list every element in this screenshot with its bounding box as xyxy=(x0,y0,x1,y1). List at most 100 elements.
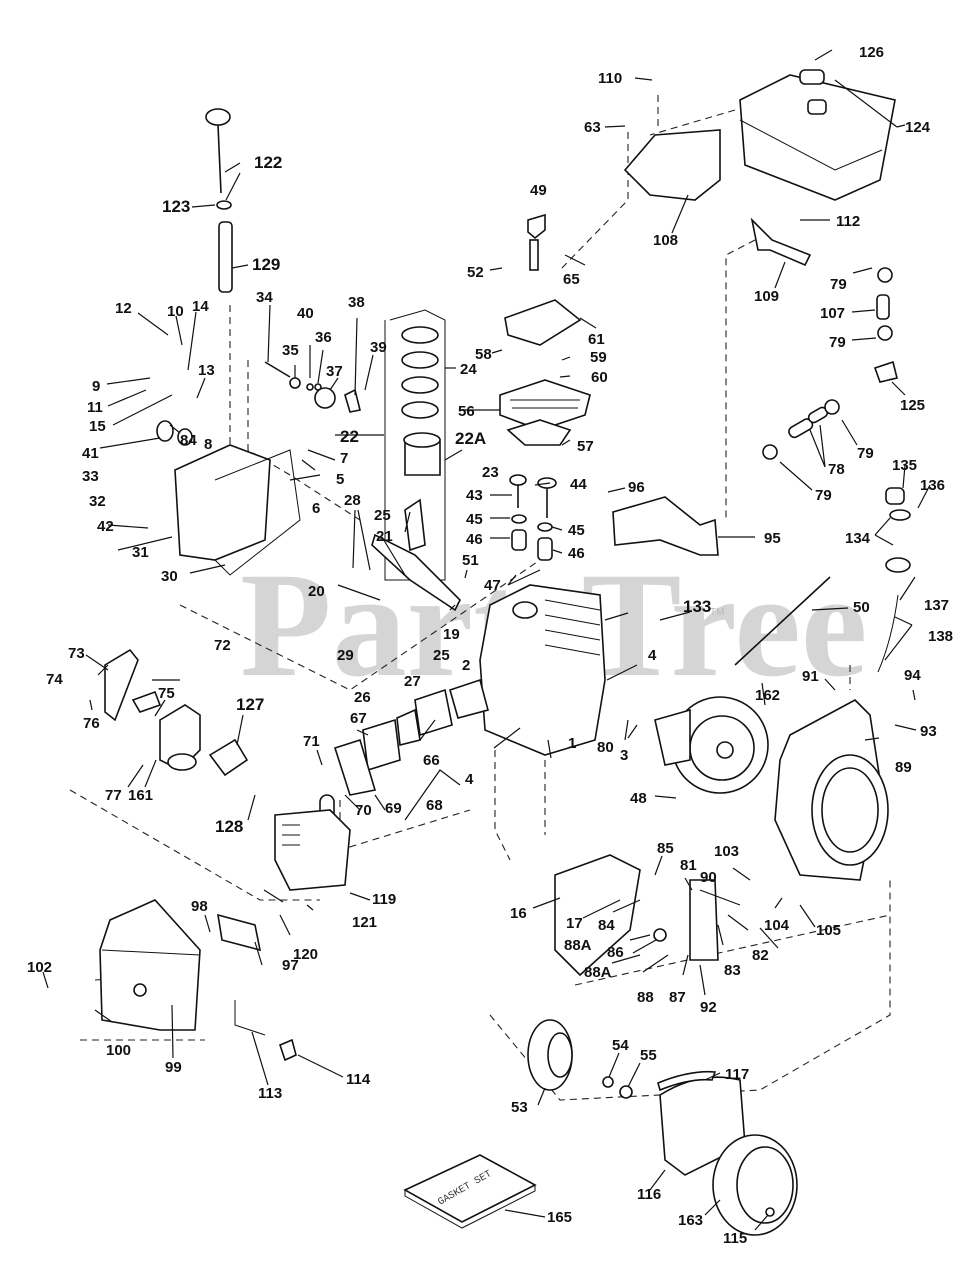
callout-124: 124 xyxy=(905,119,931,136)
callout-17: 17 xyxy=(566,915,583,932)
callout-74: 74 xyxy=(46,671,63,688)
callout-79: 79 xyxy=(829,334,846,351)
callout-16: 16 xyxy=(510,905,527,922)
air-cleaner-gaskets xyxy=(319,678,489,826)
callout-80: 80 xyxy=(597,739,614,756)
rewind-starter-part xyxy=(657,1070,798,1236)
callout-14: 14 xyxy=(192,298,209,315)
callout-26: 26 xyxy=(354,689,371,706)
callout-58: 58 xyxy=(475,346,492,363)
callout-57: 57 xyxy=(577,438,594,455)
callout-133: 133 xyxy=(683,597,711,616)
callout-82: 82 xyxy=(752,947,769,964)
callout-117: 117 xyxy=(725,1066,749,1083)
callout-103: 103 xyxy=(714,843,739,860)
callout-125: 125 xyxy=(900,397,925,414)
callout-53: 53 xyxy=(511,1099,528,1116)
carburetor-part xyxy=(104,648,201,771)
muffler-part xyxy=(274,809,351,891)
callout-90: 90 xyxy=(700,869,717,886)
callout-28: 28 xyxy=(344,492,361,509)
callout-19: 19 xyxy=(443,626,460,643)
callout-92: 92 xyxy=(700,999,717,1016)
callout-120: 120 xyxy=(293,946,318,963)
callout-11: 11 xyxy=(87,399,103,416)
callout-56: 56 xyxy=(458,403,475,420)
callout-33: 33 xyxy=(82,468,99,485)
callout-99: 99 xyxy=(165,1059,182,1076)
callout-41: 41 xyxy=(82,445,99,462)
callout-87: 87 xyxy=(669,989,686,1006)
head-shield-part xyxy=(504,299,582,346)
callout-108: 108 xyxy=(653,232,678,249)
callout-66: 66 xyxy=(423,752,440,769)
callout-63: 63 xyxy=(584,119,601,136)
callout-29: 29 xyxy=(337,647,354,664)
callout-115: 115 xyxy=(723,1230,747,1247)
callout-119: 119 xyxy=(372,891,396,908)
fuel-line-parts xyxy=(762,267,911,673)
callout-48: 48 xyxy=(630,790,647,807)
fuel-tank-part xyxy=(739,69,896,201)
callout-81: 81 xyxy=(680,857,697,874)
callout-98: 98 xyxy=(191,898,208,915)
callout-161: 161 xyxy=(128,787,153,804)
dipstick-part xyxy=(205,108,233,293)
callout-54: 54 xyxy=(612,1037,629,1054)
piston-ring-set-part xyxy=(384,309,446,581)
crankcase-cover-part xyxy=(156,420,301,576)
callout-59: 59 xyxy=(590,349,607,366)
callout-12: 12 xyxy=(115,300,132,317)
callout-4: 4 xyxy=(465,771,474,788)
cylinder-head-part xyxy=(499,379,591,446)
callout-104: 104 xyxy=(764,917,790,934)
callout-136: 136 xyxy=(920,477,945,494)
callout-126: 126 xyxy=(859,44,884,61)
callout-165: 165 xyxy=(547,1209,572,1226)
callout-65: 65 xyxy=(563,271,580,288)
muffler-bracket-part xyxy=(217,913,262,952)
callout-88: 88 xyxy=(637,989,654,1006)
callout-67: 67 xyxy=(350,710,367,727)
callout-135: 135 xyxy=(892,457,917,474)
callout-162: 162 xyxy=(755,687,780,704)
ground-wire-part xyxy=(734,576,831,666)
callout-84: 84 xyxy=(598,917,615,934)
callout-79: 79 xyxy=(857,445,874,462)
callout-27: 27 xyxy=(404,673,421,690)
tank-bracket-part xyxy=(623,129,721,201)
callout-88A: 88A xyxy=(584,964,612,981)
callout-35: 35 xyxy=(282,342,299,359)
callout-46: 46 xyxy=(466,531,483,548)
callout-109: 109 xyxy=(754,288,779,305)
callout-113: 113 xyxy=(258,1085,282,1102)
callout-91: 91 xyxy=(802,668,819,685)
callout-85: 85 xyxy=(657,840,674,857)
callout-20: 20 xyxy=(308,583,325,600)
bracket-109-part xyxy=(750,217,812,267)
callout-121: 121 xyxy=(352,914,377,931)
callout-52: 52 xyxy=(467,264,484,281)
callout-10: 10 xyxy=(167,303,184,320)
governor-parts xyxy=(264,361,361,413)
callout-45: 45 xyxy=(568,522,585,539)
callout-50: 50 xyxy=(853,599,870,616)
rotating-screen-part xyxy=(527,1019,573,1091)
callout-6: 6 xyxy=(312,500,320,517)
callout-72: 72 xyxy=(214,637,231,654)
callout-138: 138 xyxy=(928,628,953,645)
callout-31: 31 xyxy=(132,544,149,561)
callout-60: 60 xyxy=(591,369,608,386)
callout-3: 3 xyxy=(620,747,628,764)
callout-51: 51 xyxy=(462,552,479,569)
callout-21: 21 xyxy=(376,528,393,545)
callout-22A: 22A xyxy=(455,429,486,448)
callout-96: 96 xyxy=(628,479,645,496)
callout-30: 30 xyxy=(161,568,178,585)
parts-artwork: GASKET SET xyxy=(99,69,911,1236)
callout-15: 15 xyxy=(89,418,106,435)
knob-part xyxy=(279,1038,297,1062)
callout-2: 2 xyxy=(462,657,470,674)
callout-128: 128 xyxy=(215,817,243,836)
valve-parts xyxy=(509,474,557,561)
